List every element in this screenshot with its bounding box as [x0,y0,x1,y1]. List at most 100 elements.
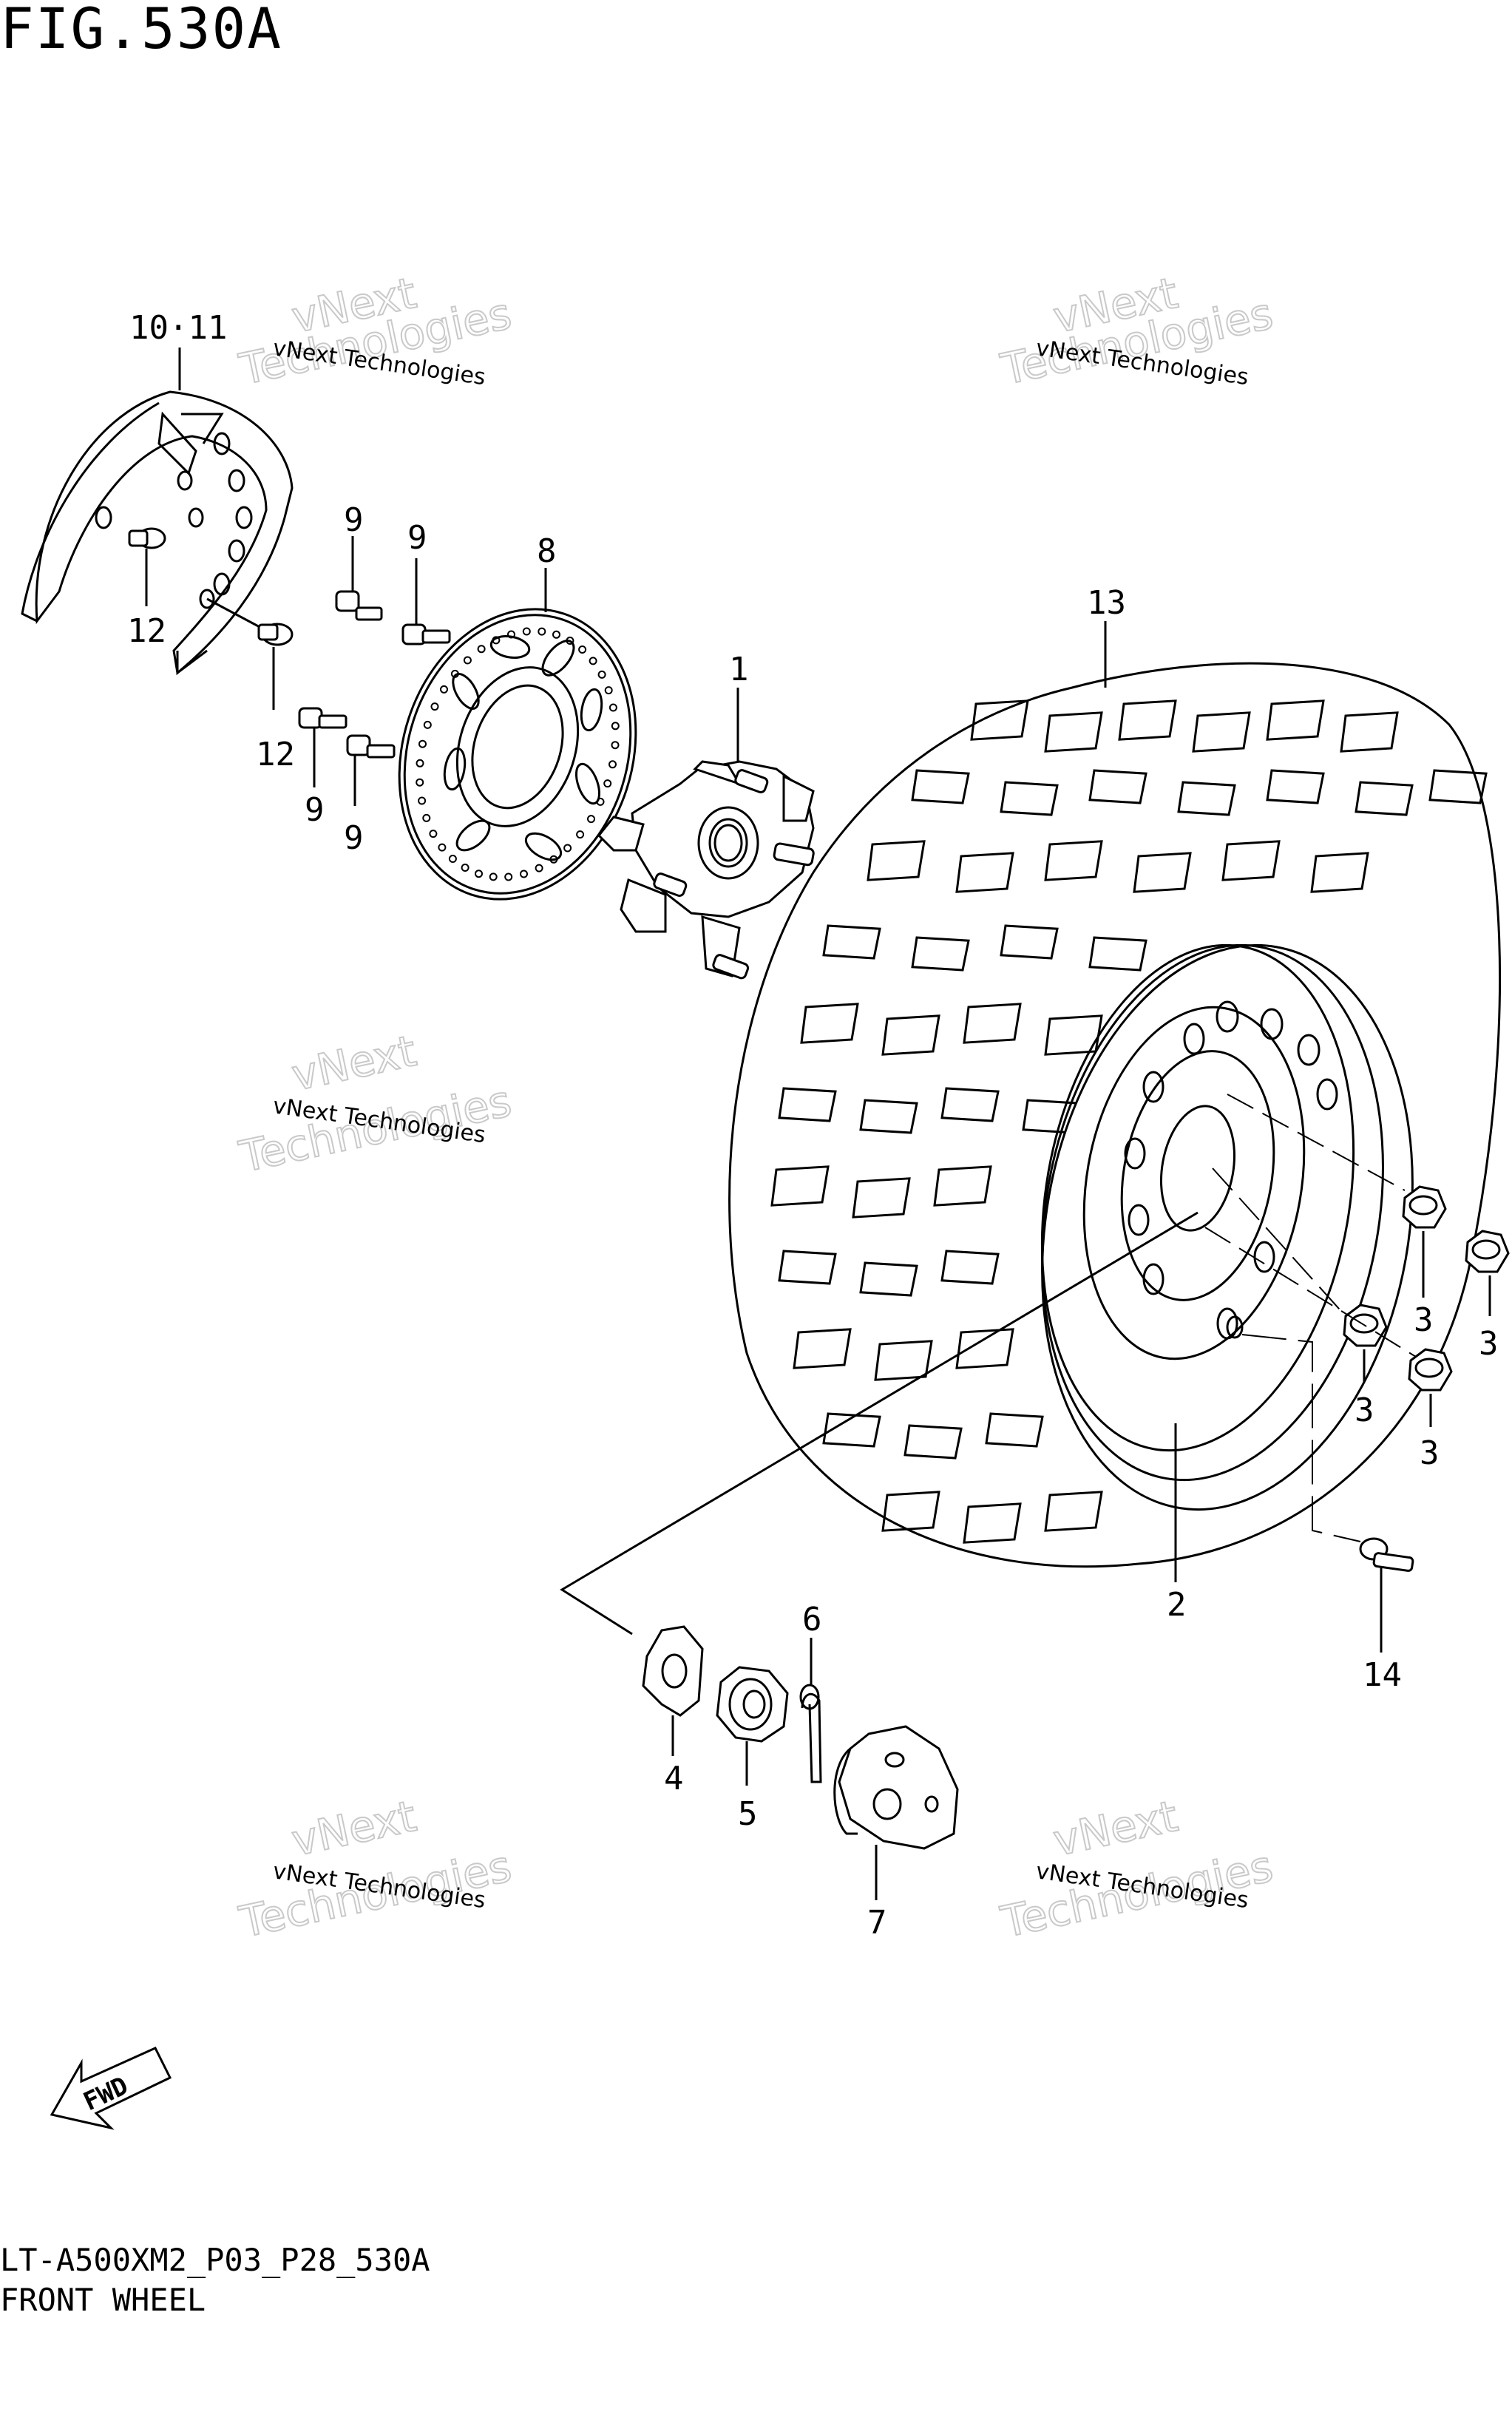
disc-drill-hole [611,741,620,750]
tread-block [852,1177,911,1219]
disc-drill-hole [538,627,546,636]
callout-13: 13 [1087,584,1126,622]
bolt-12-upper [128,527,166,549]
tread-block [904,1424,963,1460]
disc-drill-hole [603,779,612,788]
disc-drill-hole [489,872,498,881]
tread-block [1266,699,1325,741]
forward-direction-arrow: FWD [50,2047,172,2130]
bolt-9-a [335,590,383,621]
figure-title: FIG.530A [0,0,283,61]
disc-drill-hole [549,855,558,864]
callout-12-lower: 12 [256,736,295,773]
disc-drill-hole [563,844,572,853]
bolt-9-c [298,707,348,729]
wheel-rim-part [1040,943,1414,1511]
disc-drill-hole [423,720,432,729]
tread-block [1118,699,1177,741]
callout-7: 7 [867,1904,887,1942]
tire-tread-blocks [770,699,1488,1544]
rim-center [1120,1050,1275,1301]
axle-centerline [560,1211,1199,1636]
rim-lip [1041,943,1384,1482]
disc-drill-holes [416,627,620,881]
disc-drill-hole [522,627,531,636]
callout-9-d: 9 [344,819,364,857]
disc-drill-hole [450,669,459,678]
callout-6: 6 [802,1601,822,1638]
tread-block [963,1003,1022,1044]
brake-disc-part [398,608,637,901]
hub-studs [653,769,815,980]
rim-flange [1040,943,1355,1452]
disc-drill-hole [604,686,613,695]
tread-block [881,1014,940,1056]
tread-block [911,936,970,972]
cover-rim-edge [21,401,160,623]
watermark-large-text: vNext [288,1791,421,1866]
tread-block [940,1250,1000,1285]
tread-block [1192,711,1251,753]
disc-drill-hole [461,864,469,872]
tread-block [1088,769,1147,804]
disc-drill-hole [438,843,447,852]
disc-drill-hole [477,645,486,654]
hub-spline-inner [713,824,743,862]
tread-block [874,1340,933,1381]
callout-3-b: 3 [1479,1325,1499,1363]
watermark-large-text: vNext [1049,1791,1182,1866]
watermark-top-left: Technologies vNext vNext Technologies [234,267,517,396]
tread-block [1044,711,1103,753]
disc-drill-hole [463,656,472,665]
figure-code: LT-A500XM2_P03_P28_530A [0,2242,430,2278]
callout-4: 4 [664,1760,684,1797]
tread-block [963,1502,1022,1544]
disc-slots [443,634,603,861]
tread-block [822,924,881,960]
tread-block [778,1087,837,1122]
wheel-hub-part [597,760,815,980]
disc-drill-hole [520,870,528,878]
tread-block [1310,852,1369,893]
cover-tab-2 [181,413,224,444]
hub-arm [620,878,667,933]
watermark-top-right: Technologies vNext vNext Technologies [996,267,1278,396]
tread-block [1340,711,1399,753]
hub-center [697,806,759,880]
tire-valve-part [1241,1334,1414,1572]
callout-1: 1 [729,651,749,688]
disc-drill-hole [589,657,597,665]
callout-5: 5 [738,1795,758,1833]
disc-drill-hole [416,759,424,767]
lug-nut-2 [1465,1230,1510,1273]
tread-block [1044,840,1103,881]
disc-drill-hole [552,630,560,639]
disc-drill-hole [422,813,431,822]
cover-plate-outline [35,390,294,675]
watermark-mid-left: Technologies vNext vNext Technologies [234,1025,517,1183]
callout-9-c: 9 [305,791,325,829]
callout-3-d: 3 [1420,1434,1440,1472]
disc-drill-hole [587,815,595,824]
disc-drill-hole [418,796,427,805]
castle-nut-part [716,1666,789,1743]
hub-arm [597,816,645,852]
callout-9-a: 9 [344,501,364,539]
callout-3-c: 3 [1355,1392,1374,1429]
tread-block [1177,781,1236,816]
tread-block [1000,924,1059,960]
tread-block [859,1261,918,1297]
disc-drill-hole [596,797,605,806]
callout-2: 2 [1167,1586,1187,1624]
tread-block [867,840,926,881]
bolt-9-d [346,734,396,759]
tread-block [1088,936,1147,972]
tread-block [1428,769,1488,804]
tread-block [940,1087,1000,1122]
disc-drill-hole [448,855,457,863]
rim-disc [1082,1006,1306,1360]
hub-spline [708,818,748,868]
tread-block [1266,769,1325,804]
disc-drill-hole [611,722,620,731]
rim-vent-holes [1124,1000,1338,1340]
